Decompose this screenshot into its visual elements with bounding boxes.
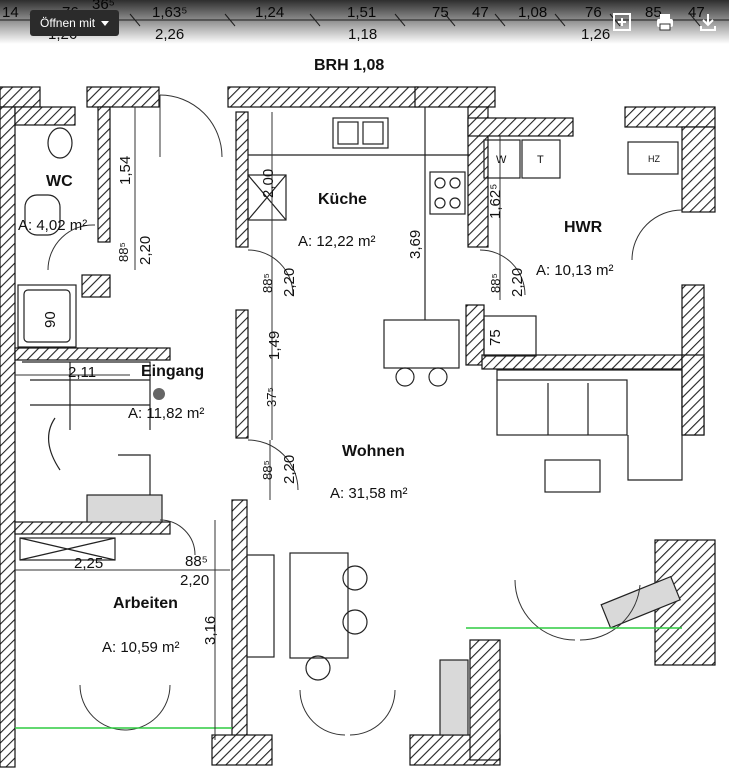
dim-label: 2,20	[281, 268, 298, 297]
room-hwr: HWR A: 10,13 m²	[536, 219, 614, 279]
room-name: WC	[46, 173, 73, 190]
room-kitchen: Küche A: 12,22 m²	[298, 191, 376, 250]
dim-label: 2,11	[68, 364, 96, 381]
dim-label: 90	[42, 311, 59, 328]
top-dim-label: 75	[432, 4, 449, 21]
room-name: Küche	[318, 191, 367, 208]
open-with-label: Öffnen mit	[40, 16, 96, 30]
dim-label: 1,49	[266, 331, 283, 360]
top-dim-label: 1,26	[581, 26, 610, 43]
top-dim-label: 47	[472, 4, 489, 21]
dim-label: 1,54	[117, 156, 134, 185]
dim-label: 2,20	[137, 236, 154, 265]
dim-label: 75	[487, 329, 504, 346]
dim-label: 37⁵	[264, 387, 279, 407]
washer-label: W	[496, 154, 507, 166]
dim-label: 2,20	[281, 455, 298, 484]
dim-label: 88⁵	[260, 273, 275, 293]
dim-label: 2,20	[509, 268, 526, 297]
room-name: Wohnen	[342, 443, 405, 460]
open-with-button[interactable]: Öffnen mit	[30, 10, 120, 36]
dim-label: 3,69	[407, 230, 424, 259]
room-living: Wohnen A: 31,58 m²	[330, 443, 408, 502]
interior-dimension-lines	[15, 107, 501, 740]
add-icon[interactable]	[612, 12, 632, 32]
room-area: A: 31,58 m²	[330, 485, 408, 502]
room-area: A: 10,59 m²	[102, 639, 180, 656]
room-name: HWR	[564, 219, 603, 236]
top-dim-label: 2,26	[155, 26, 184, 43]
doors	[15, 94, 683, 736]
dim-label: 88⁵	[260, 460, 275, 480]
dryer-label: T	[537, 154, 544, 166]
room-name: Eingang	[141, 363, 204, 380]
room-office: Arbeiten A: 10,59 m²	[102, 595, 180, 656]
download-icon[interactable]	[698, 12, 718, 32]
top-dim-label: 1,08	[518, 4, 547, 21]
dim-label: 1,62⁵	[487, 184, 504, 219]
walls	[0, 86, 716, 768]
entrance-marker	[153, 388, 165, 400]
room-name: Arbeiten	[113, 595, 178, 612]
top-dim-label: 76	[585, 4, 602, 21]
heating-label: HZ	[648, 154, 660, 164]
plan-title: BRH 1,08	[314, 57, 384, 74]
top-dim-label: 1,51	[347, 4, 376, 21]
print-icon[interactable]	[655, 12, 675, 32]
dim-label: 88⁵	[116, 242, 131, 262]
room-area: A: 10,13 m²	[536, 262, 614, 279]
dim-label: 2,00	[260, 169, 277, 198]
dim-label: 3,16	[202, 616, 219, 645]
room-area: A: 12,22 m²	[298, 233, 376, 250]
dim-label: 88⁵	[185, 553, 208, 570]
room-wc: WC A: 4,02 m²	[18, 173, 87, 234]
top-dim-label: 1,24	[255, 4, 284, 21]
top-dim-label: 1,63⁵	[152, 4, 187, 21]
room-area: A: 4,02 m²	[18, 217, 87, 234]
chevron-down-icon	[101, 21, 110, 27]
room-entrance: Eingang A: 11,82 m²	[128, 363, 204, 422]
dim-label: 88⁵	[488, 273, 503, 293]
top-dim-label: 1,18	[348, 26, 377, 43]
fixtures	[17, 107, 683, 736]
dimension-labels: 1,54 88⁵ 2,20 2,00 88⁵ 2,20 3,69 1,62⁵ 8…	[42, 156, 526, 645]
top-dim-label: 14	[2, 4, 19, 21]
room-area: A: 11,82 m²	[128, 405, 204, 422]
dim-label: 2,20	[180, 572, 209, 589]
dim-label: 2,25	[74, 555, 103, 572]
